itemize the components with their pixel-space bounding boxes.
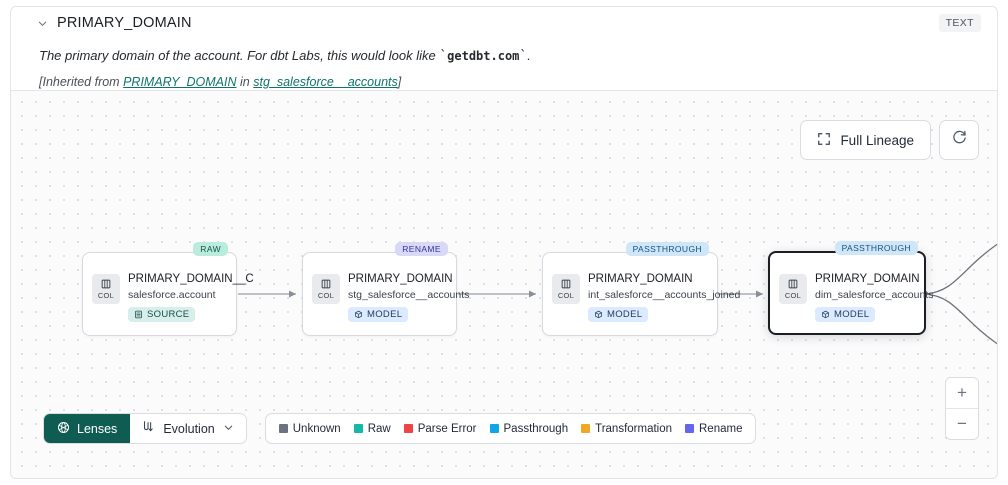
page-title: PRIMARY_DOMAIN: [57, 15, 192, 31]
lenses-evolution-group: Lenses Evolution: [43, 413, 247, 444]
column-icon: COL: [92, 274, 120, 304]
lineage-canvas[interactable]: RAW COL PRIMARY_DOMAIN__C salesforce.acc…: [10, 90, 998, 479]
status-badge: TEXT: [938, 14, 981, 32]
legend-label: Parse Error: [417, 422, 477, 435]
inherited-suffix: ]: [397, 75, 402, 89]
evolution-label: Evolution: [163, 421, 215, 436]
list-item: Transformation: [581, 423, 672, 435]
description-tail: .: [527, 48, 531, 63]
node-type-pill: SOURCE: [128, 307, 196, 322]
expand-icon: [817, 132, 831, 149]
column-icon-label: COL: [557, 291, 575, 300]
chevron-down-icon: [223, 422, 234, 436]
column-icon: COL: [312, 274, 340, 304]
legend-label: Passthrough: [503, 422, 569, 435]
zoom-in-button[interactable]: +: [946, 378, 978, 408]
legend-label: Transformation: [595, 422, 672, 435]
database-icon: [135, 310, 142, 319]
node-type-label: SOURCE: [147, 309, 190, 320]
node-name: PRIMARY_DOMAIN: [815, 273, 920, 285]
legend-swatch: [278, 424, 288, 433]
zoom-controls: + −: [945, 377, 979, 440]
list-item: Unknown: [278, 422, 341, 435]
column-description: The primary domain of the account. For d…: [39, 48, 531, 64]
column-header-panel: PRIMARY_DOMAIN TEXT The primary domain o…: [10, 6, 998, 90]
cube-icon: [595, 310, 602, 319]
description-code: getdbt.com: [447, 49, 520, 63]
lineage-node-selected[interactable]: PASSTHROUGH COL PRIMARY_DOMAIN dim_sales…: [768, 241, 933, 335]
zoom-out-button[interactable]: −: [946, 409, 978, 439]
column-icon-label: COL: [317, 291, 335, 300]
chevron-down-icon[interactable]: [31, 18, 53, 29]
node-type-label: MODEL: [607, 309, 643, 320]
lineage-bottom-bar: Lenses Evolution: [43, 413, 757, 444]
column-icon-label: COL: [97, 291, 115, 300]
column-icon: COL: [779, 274, 807, 304]
lens-icon: [57, 421, 70, 437]
refresh-icon: [951, 129, 968, 151]
node-subtitle: dim_salesforce_accounts: [815, 289, 934, 301]
legend-swatch: [489, 424, 499, 433]
node-name: PRIMARY_DOMAIN: [348, 273, 453, 285]
inherited-model-link[interactable]: stg_salesforce__accounts: [253, 75, 398, 89]
node-tag: PASSTHROUGH: [625, 242, 709, 256]
legend: Unknown Raw Parse Error Passthrough Tran…: [264, 413, 757, 444]
node-subtitle: salesforce.account: [128, 289, 216, 301]
legend-label: Rename: [699, 422, 743, 435]
evolution-icon: [141, 420, 155, 437]
column-icon-label: COL: [784, 291, 802, 300]
node-name: PRIMARY_DOMAIN: [588, 273, 693, 285]
lineage-node[interactable]: RENAME COL PRIMARY_DOMAIN stg_salesforce…: [302, 242, 469, 336]
node-type-pill: MODEL: [588, 307, 649, 322]
lenses-label: Lenses: [77, 421, 118, 436]
node-type-label: MODEL: [367, 309, 403, 320]
list-item: Passthrough: [489, 422, 569, 435]
refresh-button[interactable]: [939, 120, 979, 160]
column-header-row: PRIMARY_DOMAIN: [11, 7, 997, 39]
description-text: The primary domain of the account. For d…: [39, 48, 440, 63]
inherited-mid: in: [236, 75, 254, 89]
lineage-top-controls: Full Lineage: [800, 120, 979, 160]
evolution-dropdown[interactable]: Evolution: [130, 414, 246, 443]
cube-icon: [822, 310, 829, 319]
list-item: Rename: [685, 423, 742, 435]
cube-icon: [355, 310, 362, 319]
list-item: Raw: [353, 422, 391, 435]
column-icon: COL: [552, 274, 580, 304]
list-item: Parse Error: [403, 422, 477, 435]
full-lineage-label: Full Lineage: [840, 132, 914, 148]
legend-swatch: [685, 424, 694, 433]
node-type-pill: MODEL: [815, 307, 876, 322]
node-tag: PASSTHROUGH: [834, 241, 918, 255]
inherited-from: [Inherited from PRIMARY_DOMAIN in stg_sa…: [39, 75, 401, 89]
legend-label: Unknown: [292, 422, 341, 435]
lenses-button[interactable]: Lenses: [44, 414, 131, 443]
lineage-node[interactable]: PASSTHROUGH COL PRIMARY_DOMAIN int_sales…: [542, 242, 740, 336]
legend-swatch: [581, 424, 591, 433]
inherited-column-link[interactable]: PRIMARY_DOMAIN: [123, 75, 237, 89]
legend-swatch: [403, 424, 413, 433]
node-name: PRIMARY_DOMAIN__C: [128, 273, 254, 285]
node-tag: RENAME: [395, 242, 448, 256]
inherited-prefix: [Inherited from: [39, 75, 124, 89]
legend-swatch: [353, 424, 363, 433]
node-tag: RAW: [193, 242, 228, 256]
full-lineage-button[interactable]: Full Lineage: [800, 120, 931, 160]
lineage-graph: RAW COL PRIMARY_DOMAIN__C salesforce.acc…: [11, 91, 997, 478]
lineage-node[interactable]: RAW COL PRIMARY_DOMAIN__C salesforce.acc…: [82, 242, 254, 336]
divider: [946, 408, 978, 409]
node-type-label: MODEL: [834, 309, 870, 320]
legend-label: Raw: [367, 422, 391, 435]
node-subtitle: int_salesforce__accounts_joined: [588, 289, 741, 301]
node-subtitle: stg_salesforce__accounts: [348, 289, 470, 301]
node-type-pill: MODEL: [348, 307, 409, 322]
